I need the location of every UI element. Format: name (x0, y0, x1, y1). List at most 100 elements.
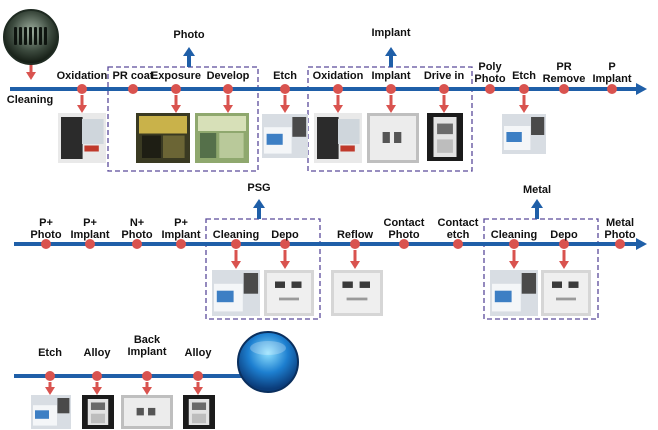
drop-arrow-psg-depo-head (280, 261, 290, 269)
step-label-oxidation2: Oxidation (313, 70, 364, 82)
node-cleaning2 (231, 239, 241, 249)
node-alloy2 (193, 371, 203, 381)
step-label-etch2: Etch (512, 70, 536, 82)
node-pr-remove (559, 84, 569, 94)
equipment-photo-photo-aligner (195, 113, 249, 163)
drop-arrow-reflow-furnace-head (350, 261, 360, 269)
step-label-etch1: Etch (273, 70, 297, 82)
node-implant1 (386, 84, 396, 94)
equipment-photo-implanter1 (367, 113, 419, 163)
equipment-photo-photo-track (136, 113, 190, 163)
equipment-photo-etcher2 (502, 114, 546, 154)
node-oxidation1 (77, 84, 87, 94)
equipment-photo-oxidation-furnace (58, 113, 106, 163)
node-pr-coat (128, 84, 138, 94)
drop-arrow-alloy-furnace1-head (92, 387, 102, 395)
metal-up-arrow-head (531, 199, 543, 208)
step-label-oxidation1: Oxidation (57, 70, 108, 82)
node-drive-in (439, 84, 449, 94)
node-oxidation2 (333, 84, 343, 94)
group-label-implant: Implant (371, 27, 410, 39)
photo-group-box (107, 66, 259, 172)
node-etch2 (519, 84, 529, 94)
node-back-implant (142, 371, 152, 381)
step-label-cleaning: Cleaning (7, 94, 53, 106)
node-depo1 (280, 239, 290, 249)
node-etch3 (45, 371, 55, 381)
wafer-slot (34, 27, 37, 45)
group-label-photo: Photo (173, 29, 204, 41)
drop-arrow-metal-cleaner-head (509, 261, 519, 269)
start-wafer (3, 9, 59, 65)
photo-up-arrow-head (183, 47, 195, 56)
drop-arrow-photo-track-head (171, 105, 181, 113)
node-exposure (171, 84, 181, 94)
node-p-implant2 (85, 239, 95, 249)
node-etch1 (280, 84, 290, 94)
node-cleaning3 (509, 239, 519, 249)
node-p-implant (607, 84, 617, 94)
group-label-psg: PSG (247, 182, 270, 194)
step-label-p-photo: P+Photo (30, 217, 61, 241)
equipment-photo-oxidation-furnace2 (314, 113, 362, 163)
node-develop (223, 84, 233, 94)
step-label-cleaning2: Cleaning (213, 229, 259, 241)
wafer-slot (24, 27, 27, 45)
step-label-alloy2: Alloy (185, 347, 213, 359)
equipment-photo-metal-cleaner (490, 270, 538, 316)
drop-arrow-implanter1-head (386, 105, 396, 113)
equipment-photo-etcher3 (31, 395, 71, 429)
step-label-reflow: Reflow (337, 229, 374, 241)
step-label-exposure: Exposure (151, 70, 201, 82)
metal-group-box (483, 218, 599, 320)
wafer-slot (29, 27, 32, 45)
psg-up-arrow-head (253, 199, 265, 208)
wafer-slot (39, 27, 42, 45)
row2-process-line-arrowhead (636, 238, 647, 250)
node-metal-photo (615, 239, 625, 249)
implant-up-arrow-head (385, 47, 397, 56)
drop-arrow-back-implanter-head (142, 387, 152, 395)
equipment-photo-reflow-furnace (331, 270, 383, 316)
drop-arrow-etcher1-head (280, 105, 290, 113)
step-label-cleaning3: Cleaning (491, 229, 537, 241)
step-label-etch3: Etch (38, 347, 62, 359)
node-n-photo (132, 239, 142, 249)
end-wafer (237, 331, 299, 393)
end-wafer-disc (237, 331, 299, 393)
drop-arrow-metal-depo-head (559, 261, 569, 269)
drop-arrow-oxidation-furnace-head (77, 105, 87, 113)
step-label-drive-in: Drive in (424, 70, 465, 82)
drop-arrow-etcher2-head (519, 105, 529, 113)
equipment-photo-back-implanter (121, 395, 173, 429)
equipment-photo-drive-in-furnace (427, 113, 463, 161)
row1-process-line-arrowhead (636, 83, 647, 95)
wafer-slot (44, 27, 47, 45)
node-contact-etch (453, 239, 463, 249)
drop-arrow-alloy-furnace2-head (193, 387, 203, 395)
start-wafer-arrow-head (26, 72, 36, 80)
psg-group-box (205, 218, 321, 320)
equipment-photo-psg-cleaner (212, 270, 260, 316)
step-label-p-implant2: P+Implant (70, 217, 109, 241)
equipment-photo-metal-depo (541, 270, 591, 316)
drop-arrow-etcher3-head (45, 387, 55, 395)
equipment-photo-etcher1 (262, 114, 308, 158)
node-contact-photo (399, 239, 409, 249)
step-label-alloy1: Alloy (84, 347, 112, 359)
wafer-slot (19, 27, 22, 45)
drop-arrow-photo-aligner-head (223, 105, 233, 113)
end-wafer-highlight (250, 341, 286, 355)
node-p-photo (41, 239, 51, 249)
step-label-p-implant3: P+Implant (161, 217, 200, 241)
equipment-photo-psg-depo (264, 270, 314, 316)
drop-arrow-psg-cleaner-head (231, 261, 241, 269)
